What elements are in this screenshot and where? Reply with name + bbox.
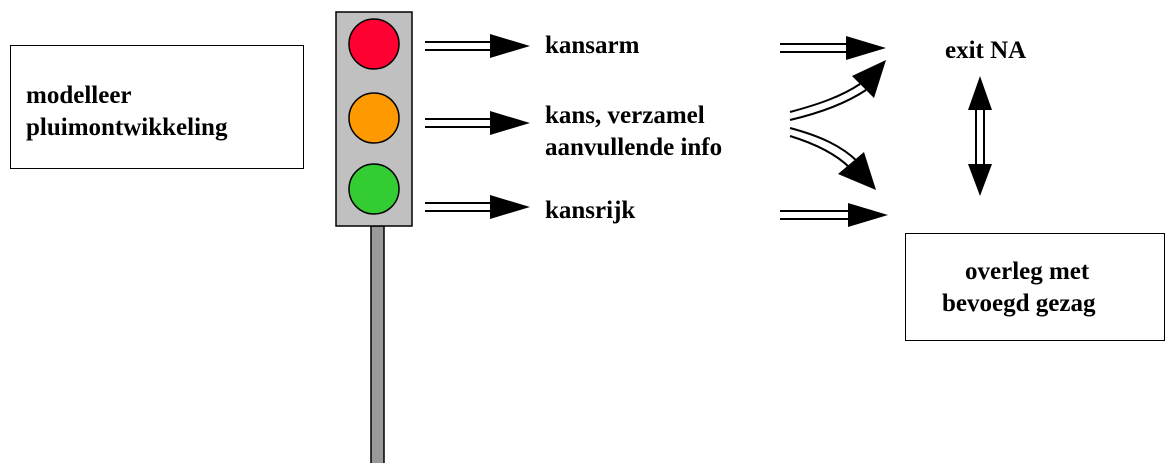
red-light bbox=[348, 18, 400, 70]
model-box-line1: modelleer bbox=[26, 82, 132, 109]
outcome-kansarm: kansarm bbox=[545, 32, 640, 59]
arrow-kans-to-exit bbox=[789, 60, 886, 121]
arrow-kansrijk-to-overleg bbox=[780, 203, 888, 227]
amber-light bbox=[348, 92, 400, 144]
outcome-kansrijk: kansrijk bbox=[545, 197, 636, 224]
authority-box-line2: bevoegd gezag bbox=[942, 290, 1096, 317]
green-light bbox=[348, 163, 400, 215]
outcome-kans-line1: kans, verzamel bbox=[545, 102, 705, 129]
exit-na-label: exit NA bbox=[945, 37, 1027, 64]
outcome-kans-line2: aanvullende info bbox=[545, 134, 723, 161]
arrow-green-to-kansrijk bbox=[425, 195, 530, 219]
arrow-red-to-kansarm bbox=[425, 34, 530, 58]
arrow-exit-overleg-bidirectional bbox=[968, 76, 992, 196]
traffic-light-pole bbox=[370, 225, 385, 463]
authority-box bbox=[905, 233, 1165, 341]
model-box-line2: pluimontwikkeling bbox=[26, 114, 228, 141]
arrow-kansarm-to-exit bbox=[780, 36, 886, 60]
arrow-amber-to-kans bbox=[425, 111, 530, 135]
authority-box-line1: overleg met bbox=[965, 258, 1090, 285]
model-box bbox=[10, 45, 304, 169]
arrow-kans-to-overleg bbox=[789, 127, 876, 190]
